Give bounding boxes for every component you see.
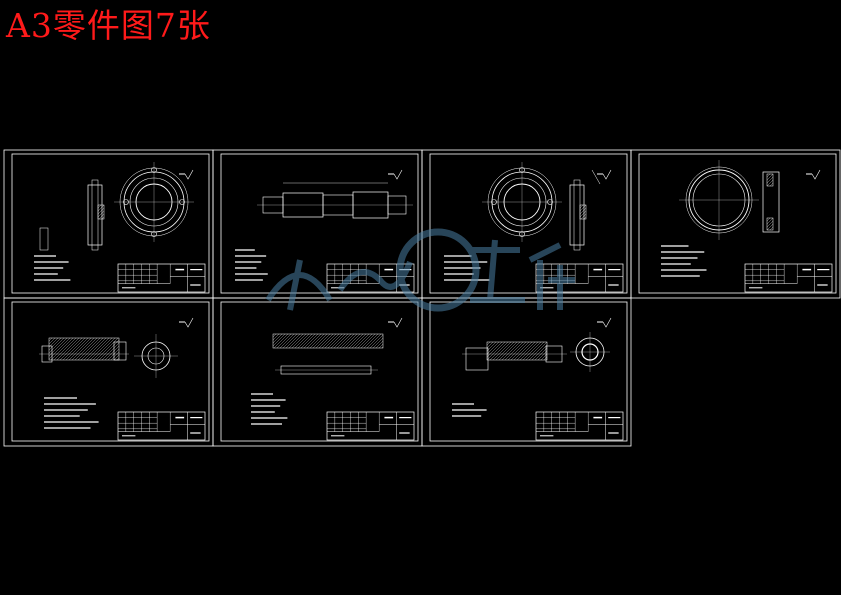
roughness-symbol xyxy=(179,169,194,180)
roughness-symbol xyxy=(179,317,194,328)
title-block xyxy=(326,411,415,441)
roughness-symbol xyxy=(806,169,821,180)
roughness-symbol xyxy=(388,169,403,180)
watermark-logo-icon xyxy=(265,228,575,312)
sheet-grid xyxy=(3,149,841,447)
page-title: A3零件图7张 xyxy=(6,6,211,45)
roughness-symbol xyxy=(597,169,612,180)
drawing-sheet-3[interactable] xyxy=(421,149,632,299)
title-block xyxy=(744,263,833,293)
roughness-symbol xyxy=(388,317,403,328)
drawing-sheet-5[interactable] xyxy=(3,297,214,447)
drawing-sheet-2[interactable] xyxy=(212,149,423,299)
drawing-sheet-6[interactable] xyxy=(212,297,423,447)
title-block xyxy=(117,263,206,293)
title-block xyxy=(117,411,206,441)
title-block xyxy=(535,411,624,441)
drawing-sheet-4[interactable] xyxy=(630,149,841,299)
drawing-sheet-1[interactable] xyxy=(3,149,214,299)
roughness-symbol xyxy=(597,317,612,328)
drawing-sheet-7[interactable] xyxy=(421,297,632,447)
